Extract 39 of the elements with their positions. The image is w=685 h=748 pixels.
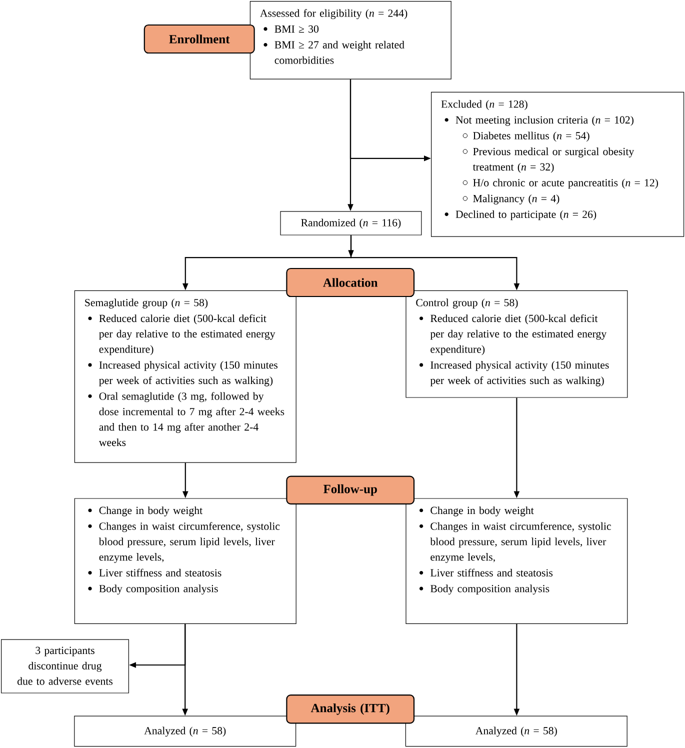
- stage-label: Enrollment: [144, 24, 255, 54]
- list-item: Liver stiffness and steatosis: [99, 568, 222, 576]
- box-heading: Semaglutide group (n = 58): [85, 298, 208, 309]
- list-item: Changes in waist circumference, systolic blood pressure, serum lipid levels, liver enzyme levels,: [430, 522, 611, 563]
- list-item: Oral semaglutide (3 mg, followed by dose incremental to 7 mg after 2-4 weeks and then to 14 mg after another 2-4 weeks: [98, 392, 284, 446]
- list-item: Increased physical activity (150 minutes per week of activities such as walking): [99, 361, 278, 386]
- list-item: Increased physical activity (150 minutes per week of activities such as walking): [430, 361, 609, 386]
- box-heading: Excluded (n = 128): [441, 100, 528, 110]
- list-item: BMI ≥ 27 and weight related comorbidities: [274, 40, 404, 64]
- list-item: Malignancy (n = 4): [473, 194, 560, 204]
- box-heading: Assessed for eligibility (n = 244): [260, 9, 408, 20]
- flowchart-box: [431, 92, 684, 237]
- stage-label: Analysis (ITT): [286, 694, 415, 724]
- stage-label: Follow-up: [286, 476, 415, 504]
- list-item: Body composition analysis: [430, 584, 550, 594]
- flowchart-box: [250, 1, 452, 80]
- list-item: Reduced calorie diet (500-kcal deficit per day relative to the estimated energy expenditure): [99, 314, 276, 356]
- list-item: Change in body weight: [430, 506, 534, 516]
- list-item: Changes in waist circumference, systolic blood pressure, serum lipid levels, liver enzyme levels,: [98, 522, 280, 563]
- list-item: H/o chronic or acute pancreatitis (n = 12): [473, 178, 658, 189]
- stage-label: Allocation: [286, 268, 415, 298]
- flowchart-box: 3 participants discontinue drug due to adverse events: [1, 639, 129, 694]
- list-item: Previous medical or surgical obesity treatment (n = 32): [472, 148, 634, 173]
- list-item: Declined to participate (n = 26): [456, 210, 596, 220]
- list-item: Diabetes mellitus (n = 54): [473, 132, 590, 142]
- flowchart-box: [406, 498, 628, 624]
- flowchart-box: [74, 498, 296, 624]
- box-heading: Control group (n = 58): [416, 298, 518, 309]
- list-item: Body composition analysis: [99, 584, 218, 594]
- list-item: Liver stiffness and steatosis: [430, 568, 553, 576]
- flowchart-box: Analyzed (n = 58): [405, 716, 628, 747]
- list-item: Not meeting inclusion criteria (n = 102): [456, 116, 634, 126]
- flowchart-box: Analyzed (n = 58): [74, 716, 296, 747]
- flowchart-box: Randomized (n = 116): [280, 211, 422, 236]
- list-item: Reduced calorie diet (500-kcal deficit per day relative to the estimated energy expenditure): [430, 314, 607, 356]
- flowchart-box: [74, 290, 296, 463]
- flowchart-box: [406, 290, 628, 398]
- list-item: Change in body weight: [99, 506, 202, 516]
- list-item: BMI ≥ 30: [274, 25, 319, 33]
